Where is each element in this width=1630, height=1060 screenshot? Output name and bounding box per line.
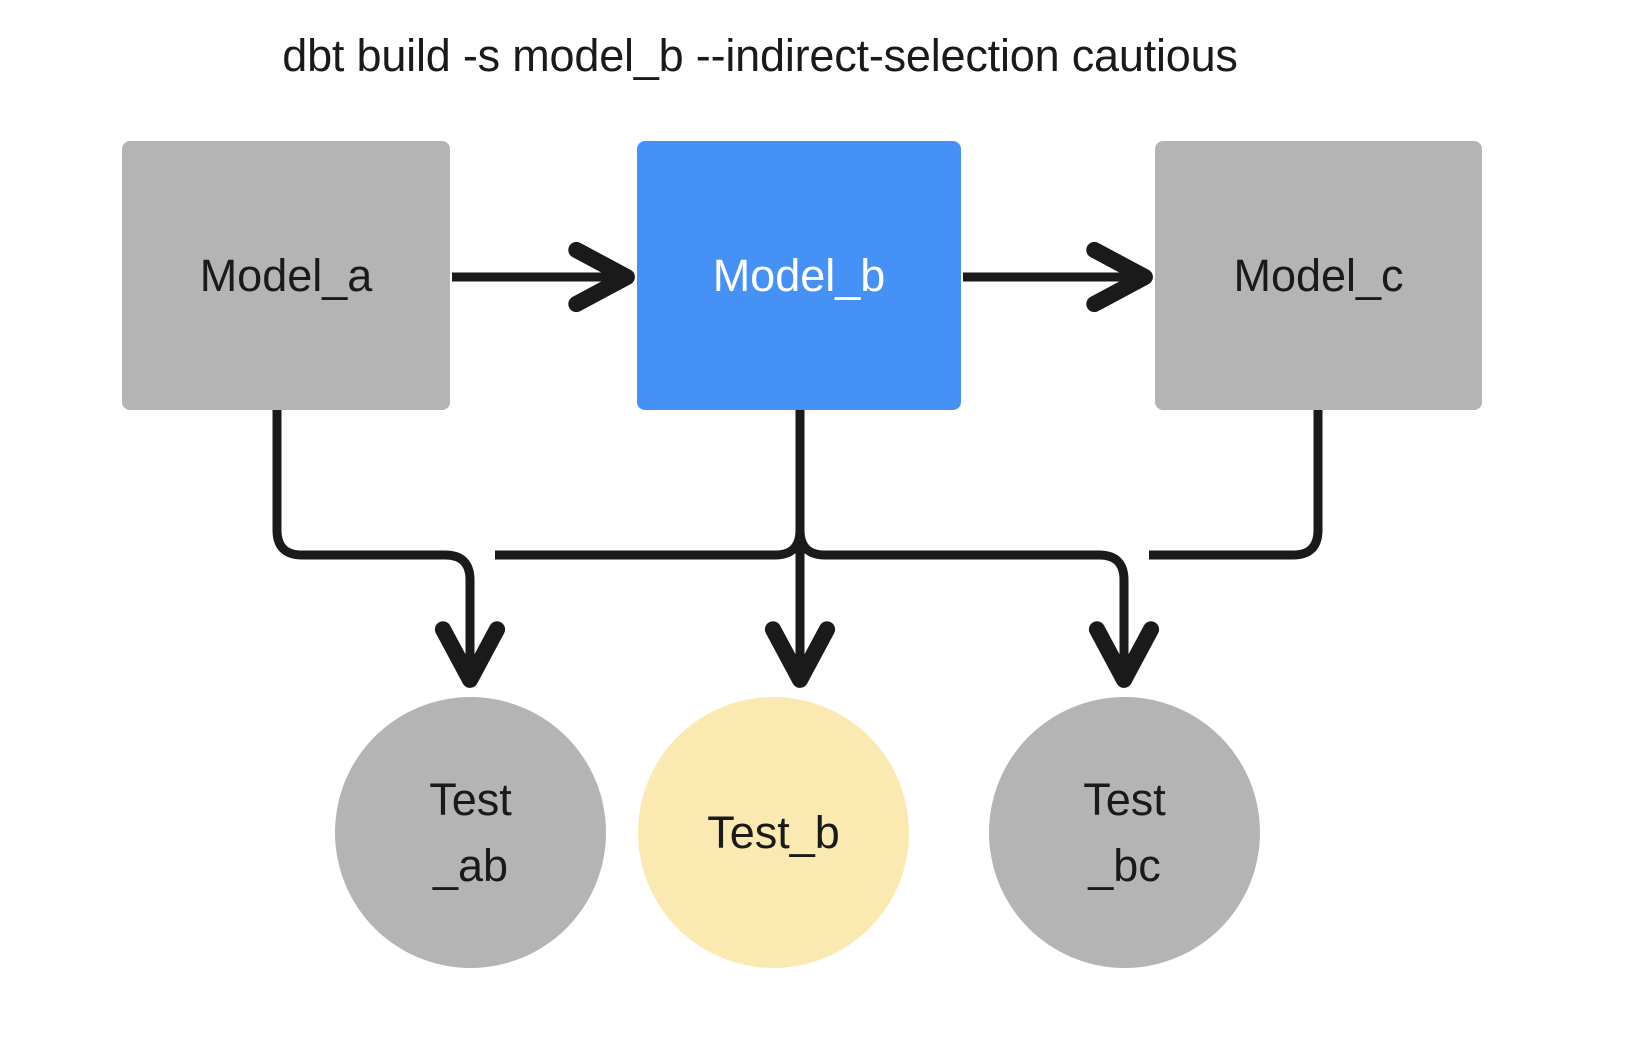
node-model-b-label: Model_b xyxy=(712,249,886,301)
node-test-b-label-line1: Test_b xyxy=(707,806,840,858)
node-test-ab[interactable]: Test _ab xyxy=(335,697,606,968)
edge-model-a-to-test-ab xyxy=(272,410,506,688)
diagram-title: dbt build -s model_b --indirect-selectio… xyxy=(282,30,1238,81)
node-model-b[interactable]: Model_b xyxy=(637,141,961,410)
node-model-c-label: Model_c xyxy=(1233,249,1404,301)
node-test-bc[interactable]: Test _bc xyxy=(989,697,1260,968)
node-test-bc-label-line1: Test xyxy=(1083,774,1166,826)
edge-model-c-to-test-bc xyxy=(1149,410,1323,560)
node-test-ab-label-line1: Test xyxy=(429,774,512,826)
node-test-b[interactable]: Test_b xyxy=(638,697,909,968)
node-test-ab-label-line2: _ab xyxy=(432,839,509,891)
node-test-bc-label-line2: _bc xyxy=(1088,839,1161,891)
node-model-c[interactable]: Model_c xyxy=(1155,141,1482,410)
node-model-a-label: Model_a xyxy=(199,249,373,301)
edge-model-b-to-test-bc xyxy=(795,529,1160,688)
node-model-a[interactable]: Model_a xyxy=(122,141,450,410)
edge-model-b-to-test-ab xyxy=(495,410,805,560)
